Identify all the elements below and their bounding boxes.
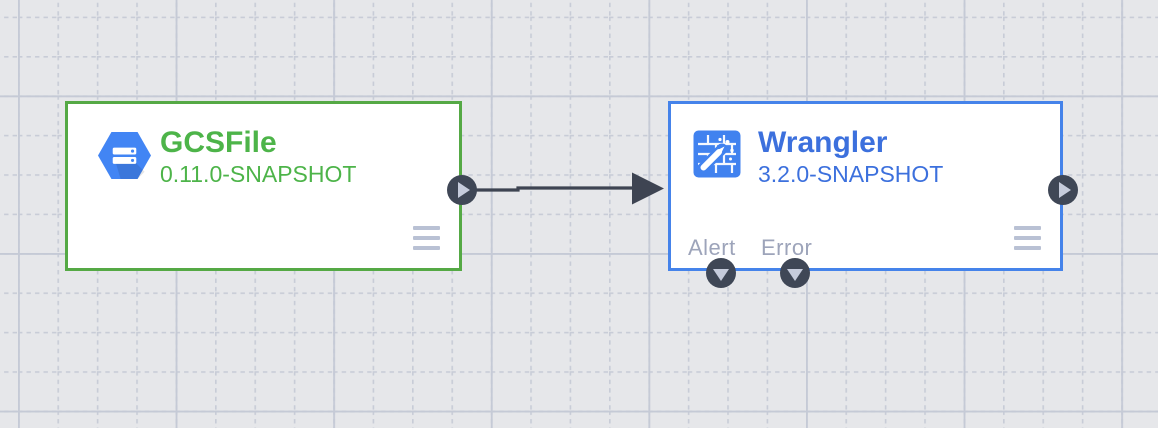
caret-down-icon	[787, 268, 803, 281]
node-menu-button[interactable]	[1014, 225, 1041, 250]
alert-port[interactable]	[706, 258, 736, 288]
output-port[interactable]	[1048, 175, 1078, 205]
node-title: GCSFile	[160, 126, 277, 159]
error-port[interactable]	[780, 258, 810, 288]
play-icon	[458, 182, 470, 198]
alert-port-label: Alert	[688, 235, 736, 260]
play-icon	[1059, 182, 1071, 198]
node-gcsfile[interactable]: GCSFile 0.11.0-SNAPSHOT	[65, 101, 477, 271]
node-version: 3.2.0-SNAPSHOT	[758, 161, 944, 187]
node-wrangler[interactable]: Wrangler 3.2.0-SNAPSHOT Alert Error	[668, 101, 1078, 288]
node-menu-button[interactable]	[413, 225, 440, 250]
node-meta: GCSFile 0.11.0-SNAPSHOT	[160, 126, 356, 187]
wrangler-wand-icon	[693, 130, 741, 178]
node-meta: Wrangler 3.2.0-SNAPSHOT	[758, 126, 943, 187]
error-port-label: Error	[761, 235, 813, 260]
gcs-bucket-icon	[97, 129, 152, 182]
node-version: 0.11.0-SNAPSHOT	[160, 161, 357, 187]
caret-down-icon	[713, 268, 729, 281]
output-port[interactable]	[447, 175, 477, 205]
node-title: Wrangler	[758, 126, 888, 159]
